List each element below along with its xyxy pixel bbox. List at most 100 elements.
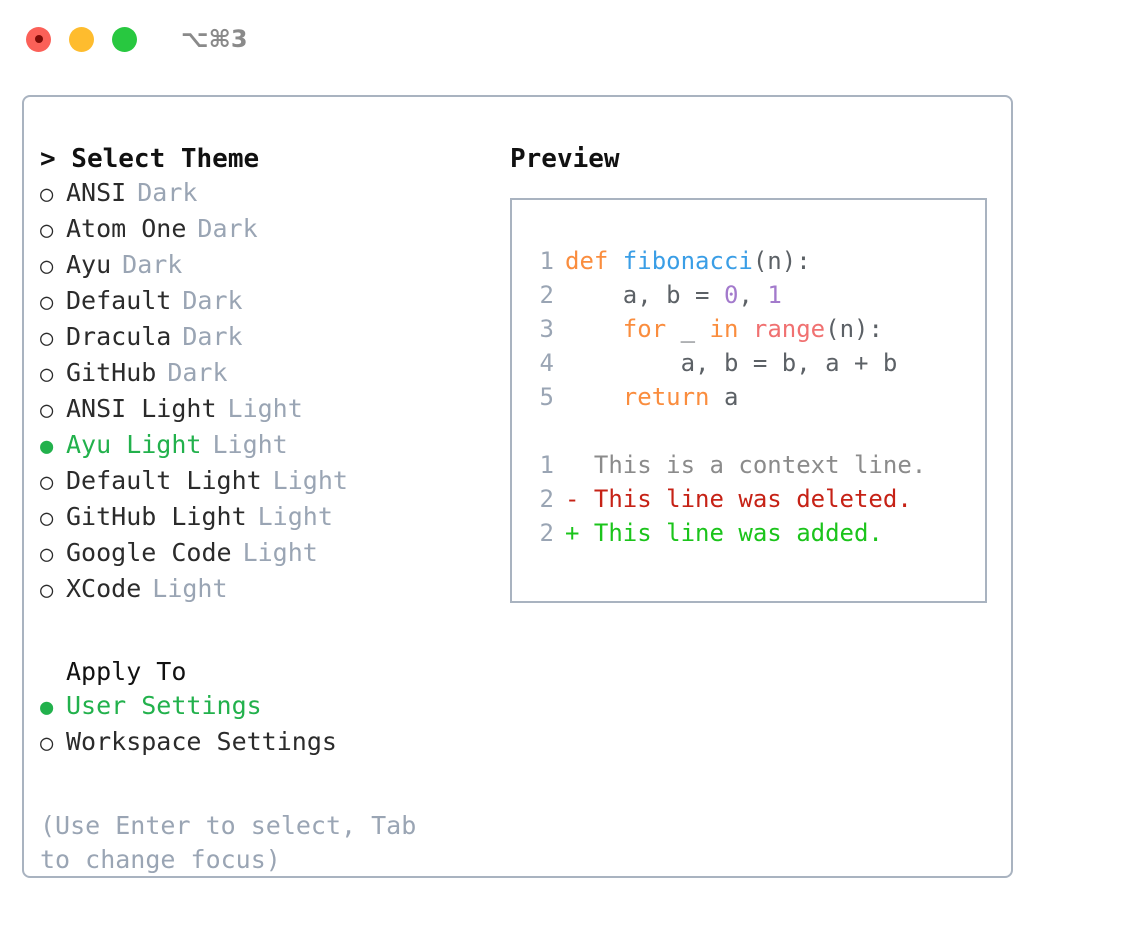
code-token: a, b = b, a + b — [565, 349, 898, 377]
help-text: (Use Enter to select, Tab to change focu… — [40, 811, 417, 874]
radio-unselected-icon[interactable]: ○ — [40, 542, 54, 567]
minimize-button[interactable] — [69, 26, 94, 52]
line-number: 2 — [539, 519, 554, 547]
line-number: 2 — [539, 281, 554, 309]
apply-to-option[interactable]: ○ Workspace Settings — [40, 725, 494, 761]
window-controls — [26, 26, 137, 52]
code-token: _ — [666, 315, 710, 343]
code-line: 3 for _ in range(n): — [528, 312, 985, 346]
radio-unselected-icon[interactable]: ○ — [40, 506, 54, 531]
apply-to-heading: Apply To — [66, 657, 187, 686]
radio-unselected-icon[interactable]: ○ — [40, 182, 54, 207]
theme-kind-label: Light — [257, 502, 333, 531]
theme-list-item[interactable]: ○ Default Light Light — [40, 464, 494, 500]
apply-to-group: Apply To ● User Settings ○ Workspace Settin… — [40, 655, 494, 761]
code-token: range — [752, 315, 826, 343]
theme-list-item[interactable]: ○ Ayu Dark — [40, 248, 494, 284]
preview-spacer — [528, 414, 985, 448]
theme-kind-label: Dark — [182, 286, 243, 315]
keyboard-shortcut-label: ⌥⌘3 — [181, 25, 248, 53]
code-line-content: return a — [565, 380, 739, 414]
code-token: fibonacci — [622, 247, 753, 275]
diff-line-content: + This line was added. — [565, 519, 883, 547]
theme-list-item[interactable]: ○ GitHub Dark — [40, 356, 494, 392]
theme-name-label: Default Light — [66, 466, 262, 495]
apply-to-label: User Settings — [66, 691, 262, 720]
preview-diff-block: 1 This is a context line. 2 - This line wa… — [528, 448, 985, 550]
theme-kind-label: Dark — [182, 322, 243, 351]
radio-selected-icon[interactable]: ● — [40, 434, 54, 459]
line-number: 4 — [539, 349, 554, 377]
diff-line: 2 - This line was deleted. — [528, 482, 985, 516]
theme-name-label: ANSI Light — [66, 394, 217, 423]
theme-kind-label: Dark — [137, 178, 198, 207]
theme-list-item[interactable]: ○ ANSI Light Light — [40, 392, 494, 428]
radio-unselected-icon[interactable]: ○ — [40, 218, 54, 243]
theme-kind-label: Dark — [167, 358, 228, 387]
apply-to-label: Workspace Settings — [66, 727, 337, 756]
theme-list-item[interactable]: ○ Dracula Dark — [40, 320, 494, 356]
line-number: 5 — [539, 383, 554, 411]
theme-name-label: Atom One — [66, 214, 187, 243]
radio-unselected-icon[interactable]: ○ — [40, 254, 54, 279]
theme-name-label: Ayu — [66, 250, 112, 279]
code-token: a — [709, 383, 739, 411]
code-line-content: a, b = b, a + b — [565, 346, 898, 380]
line-number: 1 — [539, 451, 554, 479]
select-theme-heading: > Select Theme — [40, 144, 260, 174]
code-token: 0 — [723, 281, 739, 309]
apply-to-list[interactable]: ● User Settings ○ Workspace Settings — [40, 689, 494, 761]
code-token — [565, 315, 623, 343]
line-number: 3 — [539, 315, 554, 343]
apply-to-option[interactable]: ● User Settings — [40, 689, 494, 725]
diff-line-content: - This line was deleted. — [565, 485, 912, 513]
code-token: (n): — [752, 247, 811, 275]
radio-unselected-icon[interactable]: ○ — [40, 290, 54, 315]
line-number: 2 — [539, 485, 554, 513]
code-line: 4 a, b = b, a + b — [528, 346, 985, 380]
radio-unselected-icon[interactable]: ○ — [40, 470, 54, 495]
code-line-content: def fibonacci(n): — [565, 244, 811, 278]
code-line: 2 a, b = 0, 1 — [528, 278, 985, 312]
code-token — [565, 383, 623, 411]
code-token: , — [738, 281, 768, 309]
theme-name-label: GitHub — [66, 358, 157, 387]
diff-line: 2 + This line was added. — [528, 516, 985, 550]
code-line-content: for _ in range(n): — [565, 312, 883, 346]
theme-name-label: Google Code — [66, 538, 232, 567]
radio-selected-icon[interactable]: ● — [40, 695, 54, 720]
code-line: 5 return a — [528, 380, 985, 414]
radio-unselected-icon[interactable]: ○ — [40, 731, 54, 756]
title-bar: ⌥⌘3 — [0, 0, 1140, 78]
theme-kind-label: Dark — [122, 250, 183, 279]
theme-kind-label: Light — [272, 466, 348, 495]
diff-line-content: This is a context line. — [565, 451, 927, 479]
radio-unselected-icon[interactable]: ○ — [40, 578, 54, 603]
maximize-button[interactable] — [112, 26, 137, 52]
theme-list-item[interactable]: ○ Google Code Light — [40, 536, 494, 572]
radio-unselected-icon[interactable]: ○ — [40, 362, 54, 387]
theme-kind-label: Light — [242, 538, 318, 567]
code-token: in — [709, 315, 739, 343]
radio-unselected-icon[interactable]: ○ — [40, 326, 54, 351]
preview-heading: Preview — [510, 144, 620, 174]
radio-unselected-icon[interactable]: ○ — [40, 398, 54, 423]
code-line-content: a, b = 0, 1 — [565, 278, 782, 312]
theme-name-label: Dracula — [66, 322, 172, 351]
theme-kind-label: Light — [227, 394, 303, 423]
close-button[interactable] — [26, 26, 51, 52]
theme-name-label: XCode — [66, 574, 142, 603]
code-token — [738, 315, 752, 343]
